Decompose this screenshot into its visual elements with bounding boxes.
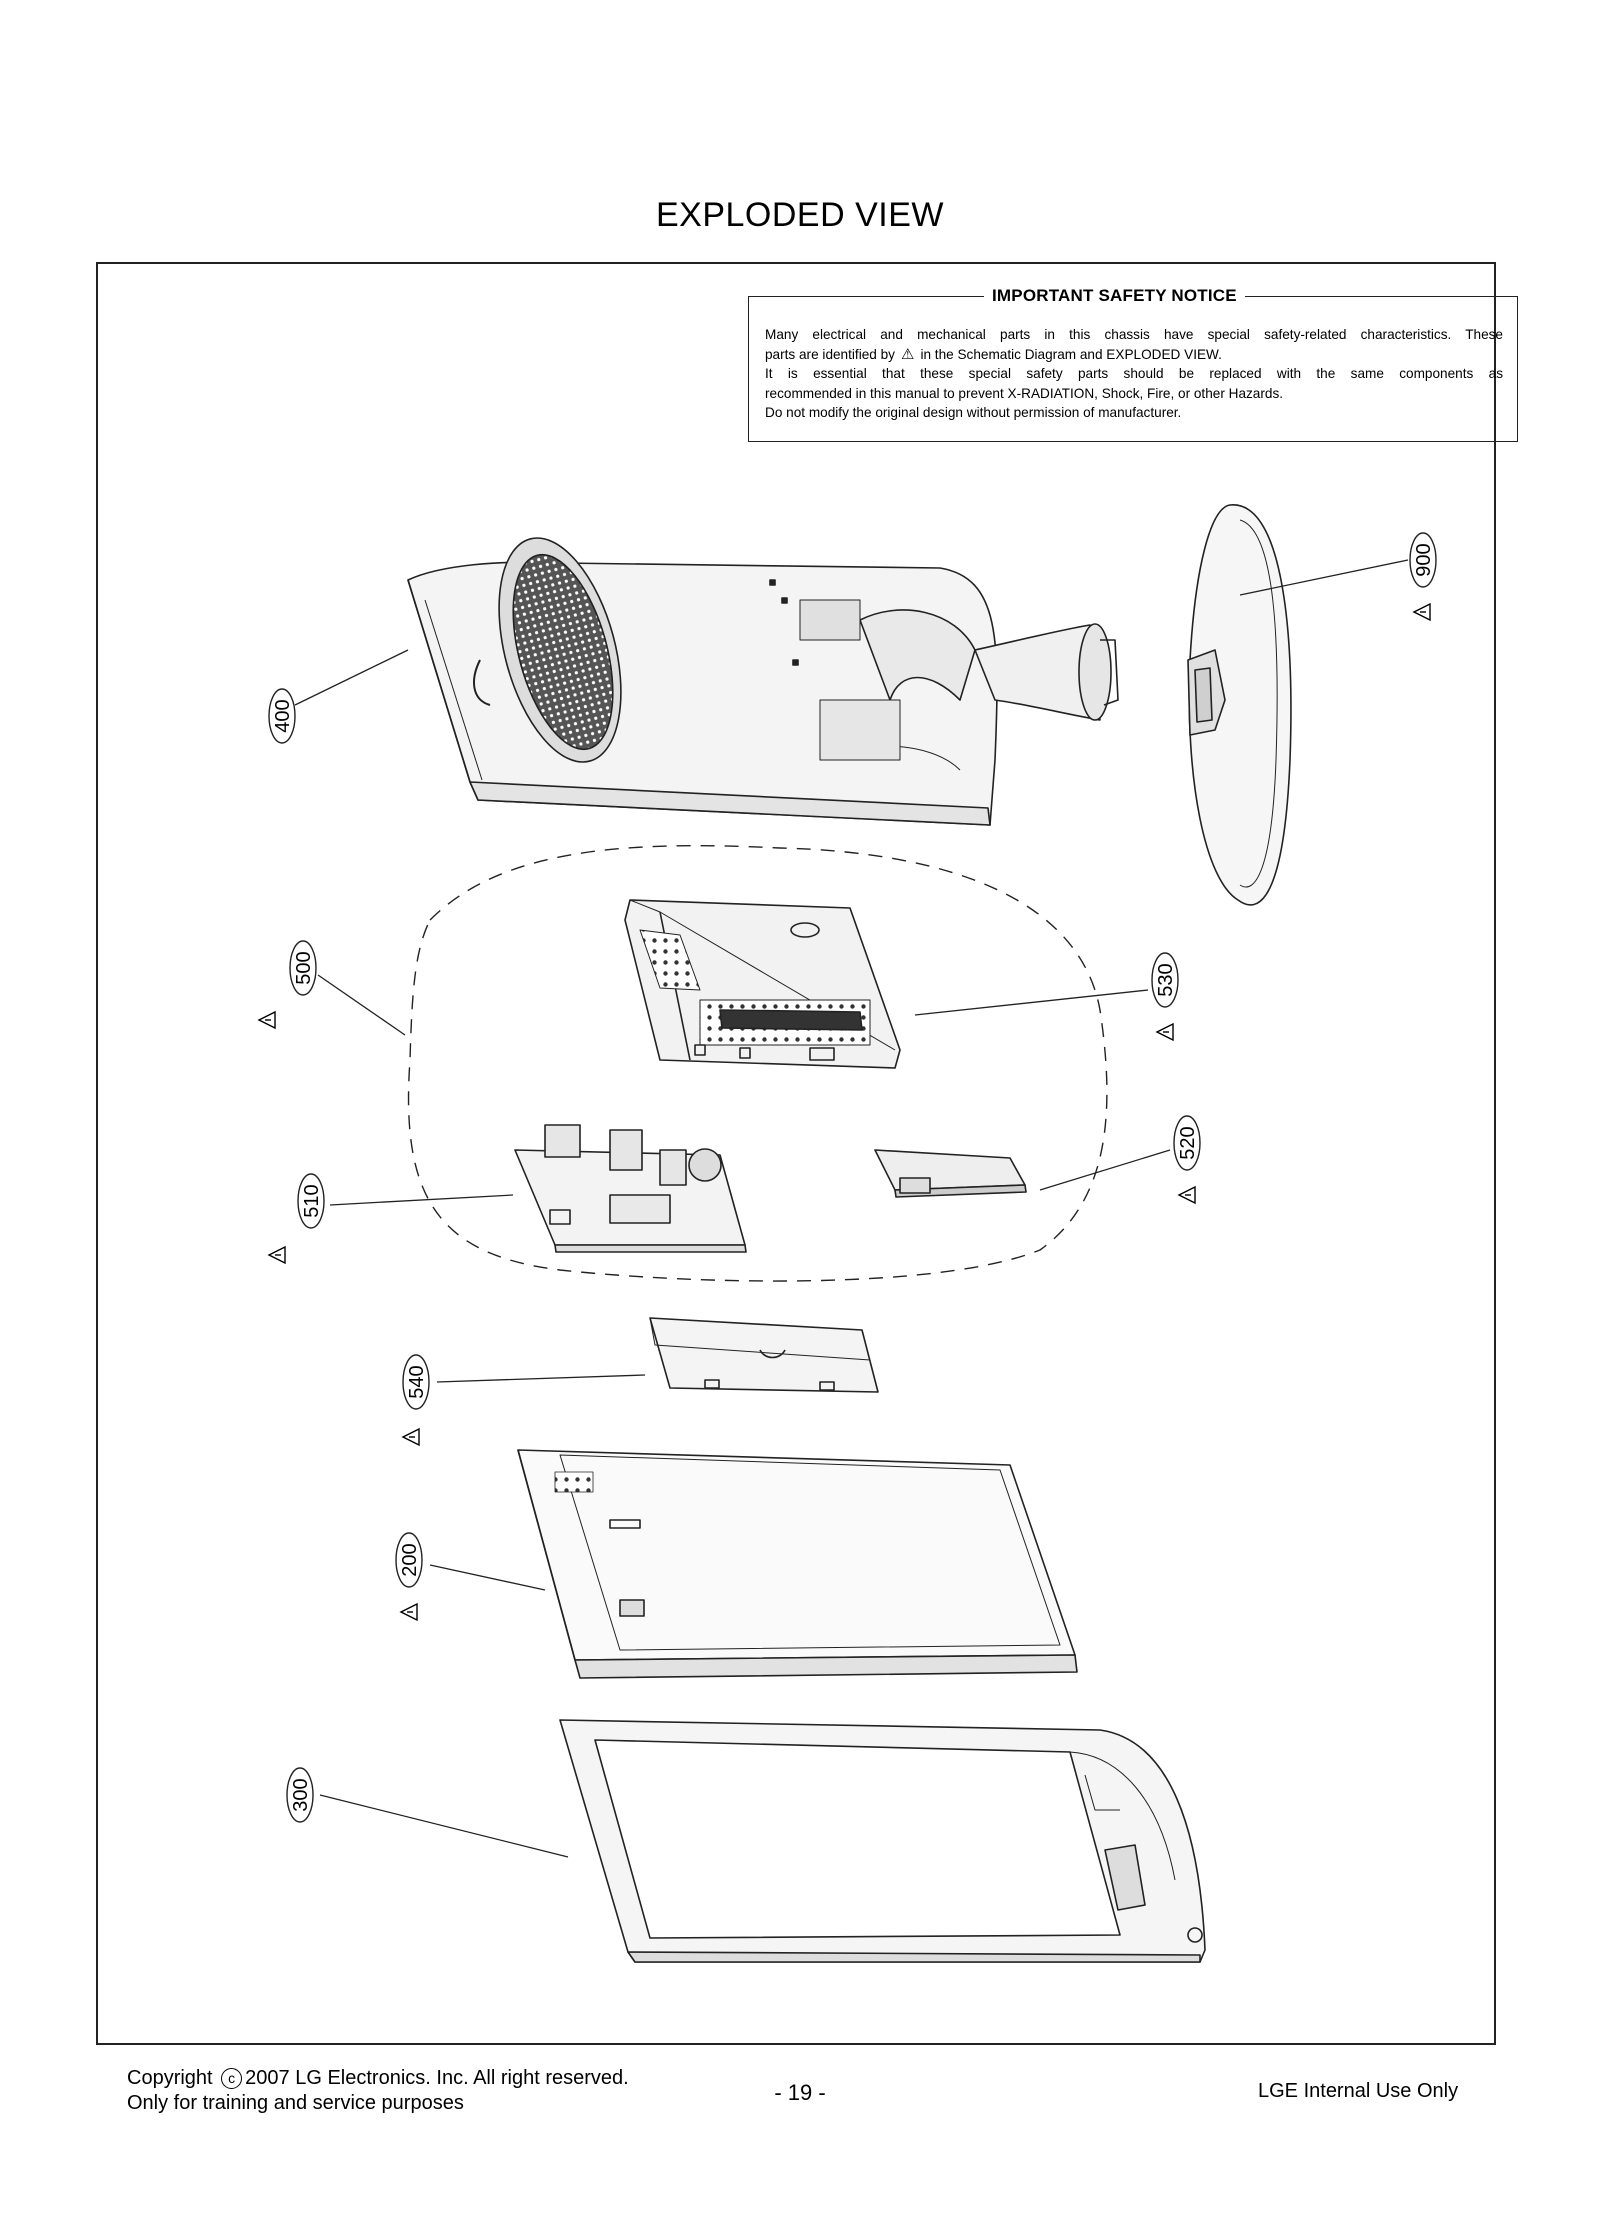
copyright-label: Copyright	[127, 2067, 213, 2089]
warning-triangle-icon	[257, 1010, 276, 1030]
safety-notice-body: Many electrical and mechanical parts in …	[765, 325, 1503, 423]
warning-triangle-icon	[267, 1245, 286, 1265]
notice-line-2-post: in the Schematic Diagram and EXPLODED VI…	[920, 346, 1222, 362]
page-title: EXPLODED VIEW	[655, 196, 944, 234]
part-520-small-board	[874, 1149, 1027, 1198]
callout-520: 520	[1177, 1126, 1199, 1159]
callout-500: 500	[293, 951, 315, 984]
safety-triangles	[257, 602, 1431, 1622]
warning-triangle-icon	[399, 1602, 418, 1622]
callout-900: 900	[1413, 543, 1435, 576]
footer-internal-use: LGE Internal Use Only	[1258, 2080, 1459, 2102]
callout-ellipses	[268, 532, 1437, 1823]
part-540-bracket	[649, 1317, 879, 1393]
warning-triangle-icon	[401, 1427, 420, 1447]
part-200-lcd-panel	[517, 1449, 1078, 1679]
leader-lines	[294, 559, 1409, 1858]
warning-triangle-icon	[1412, 602, 1431, 622]
callout-540: 540	[406, 1365, 428, 1398]
notice-line-5: Do not modify the original design withou…	[765, 405, 1182, 420]
notice-line-2: parts are identified by ⚠ in the Schematic…	[765, 345, 1503, 365]
part-510-power-board	[514, 1124, 747, 1253]
part-900-stand-base	[1187, 504, 1292, 906]
warning-triangle-icon	[1155, 1022, 1174, 1042]
callout-200: 200	[399, 1543, 421, 1576]
warning-triangle-icon	[1177, 1185, 1196, 1205]
notice-line-3: It is essential that these special safet…	[765, 366, 1503, 381]
copyright-icon: c	[221, 2068, 243, 2089]
callout-510: 510	[301, 1184, 323, 1217]
page-number: - 19 -	[774, 2080, 826, 2105]
callout-300: 300	[290, 1778, 312, 1811]
callout-530: 530	[1155, 963, 1177, 996]
copyright-text: 2007 LG Electronics. Inc. All right rese…	[245, 2067, 629, 2089]
notice-line-1: Many electrical and mechanical parts in …	[765, 327, 1503, 342]
warning-triangle-icon: ⚠	[900, 345, 915, 363]
notice-line-2-pre: parts are identified by	[765, 346, 895, 362]
safety-notice-box: IMPORTANT SAFETY NOTICE Many electrical …	[748, 286, 1518, 442]
part-530-shield-case	[624, 899, 901, 1069]
safety-notice-title: IMPORTANT SAFETY NOTICE	[984, 286, 1245, 306]
diagram-frame	[96, 262, 1496, 2045]
callout-400: 400	[272, 699, 294, 732]
footer-purpose-line: Only for training and service purposes	[127, 2092, 464, 2114]
notice-line-4: recommended in this manual to prevent X-…	[765, 385, 1284, 401]
part-400-back-cover	[407, 537, 1119, 826]
part-500-group-outline	[407, 844, 1108, 1282]
part-300-front-bezel	[559, 1719, 1206, 1963]
